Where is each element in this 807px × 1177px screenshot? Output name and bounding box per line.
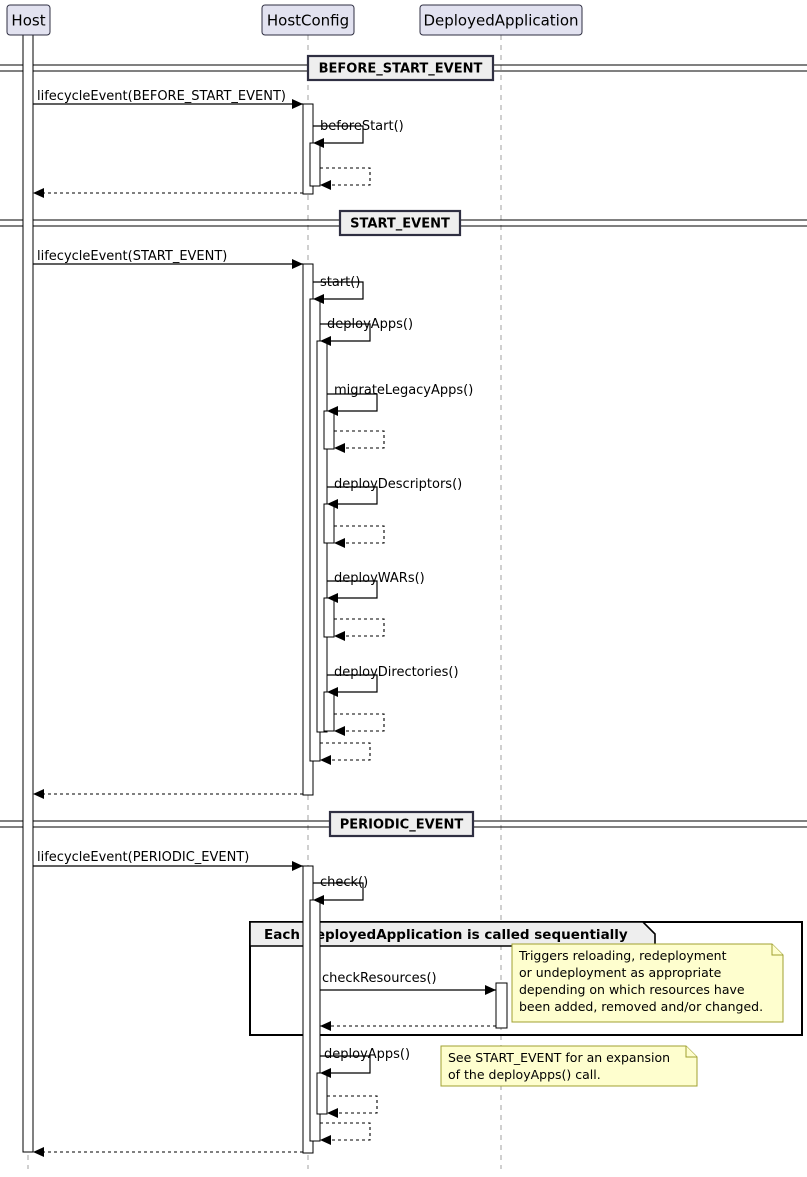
message-m14: deployDirectories(): [327, 665, 459, 697]
note-line: depending on which resources have: [519, 982, 745, 997]
divider-label: PERIODIC_EVENT: [340, 818, 464, 833]
activation-cfg-act-2d: [323, 410, 335, 450]
participant-label: DeployedApplication: [423, 12, 578, 30]
message-label: deployWARs(): [334, 571, 425, 586]
participant-label: Host: [11, 12, 45, 30]
message-m24: [320, 1122, 371, 1145]
message-m8: migrateLegacyApps(): [327, 383, 473, 416]
message-label: checkResources(): [322, 971, 437, 986]
message-label: lifecycleEvent(BEFORE_START_EVENT): [37, 89, 286, 104]
message-m23: [327, 1095, 378, 1118]
message-m15: [334, 713, 385, 736]
participant-config[interactable]: HostConfig: [261, 4, 355, 36]
note-line: of the deployApps() call.: [448, 1067, 601, 1082]
message-label: start(): [320, 275, 360, 290]
note-line: been added, removed and/or changed.: [519, 999, 763, 1014]
frame-loop-frame: Each DeployedApplication is called seque…: [249, 921, 803, 1036]
divider-2: PERIODIC_EVENT: [0, 810, 807, 838]
message-label: check(): [320, 875, 368, 890]
messages-layer: lifecycleEvent(BEFORE_START_EVENT)before…: [33, 89, 496, 1157]
frames-layer: Each DeployedApplication is called seque…: [249, 921, 803, 1036]
message-m10: deployDescriptors(): [327, 477, 462, 509]
notes-layer: Triggers reloading, redeployment or undep…: [440, 943, 784, 1087]
participant-label: HostConfig: [267, 12, 349, 30]
divider-label: START_EVENT: [350, 217, 450, 232]
frame-label: Each DeployedApplication is called seque…: [264, 927, 628, 943]
activation-cfg-act-2e: [323, 503, 335, 544]
message-m17: [33, 789, 303, 799]
divider-box: [328, 810, 475, 838]
activation-app-act-1: [495, 982, 508, 1029]
activation-cfg-act-2g: [323, 691, 335, 732]
note-note-check-resources: Triggers reloading, redeployment or undep…: [511, 943, 784, 1023]
message-m6: start(): [313, 275, 364, 304]
activation-cfg-act-3c: [316, 1072, 328, 1115]
message-m22: deployApps(): [320, 1047, 410, 1078]
note-line: See START_EVENT for an expansion: [448, 1050, 670, 1065]
message-label: deployApps(): [324, 1047, 410, 1062]
message-m7: deployApps(): [320, 317, 413, 346]
activations-layer: [22, 34, 508, 1154]
message-label: deployApps(): [327, 317, 413, 332]
message-label: lifecycleEvent(START_EVENT): [37, 249, 227, 264]
divider-1: START_EVENT: [0, 209, 807, 237]
note-note-deploy-apps: See START_EVENT for an expansion of the d…: [440, 1045, 698, 1087]
message-m18: lifecycleEvent(PERIODIC_EVENT): [33, 850, 303, 871]
divider-box: [306, 54, 495, 82]
participants-layer: Host HostConfig DeployedApplication: [6, 4, 583, 36]
lifelines-layer: [27, 35, 502, 1169]
message-m25: [33, 1147, 303, 1157]
note-line: or undeployment as appropriate: [519, 965, 722, 980]
participant-box[interactable]: [419, 4, 583, 36]
message-m2: beforeStart(): [313, 119, 404, 148]
message-m16: [320, 742, 371, 765]
message-m3: [320, 167, 371, 190]
participant-host[interactable]: Host: [6, 4, 51, 36]
activation-host-act-1: [22, 34, 34, 1153]
message-m12: deployWARs(): [327, 571, 425, 603]
divider-box: [338, 209, 462, 237]
message-m9: [334, 430, 385, 453]
participant-box[interactable]: [261, 4, 355, 36]
participant-app[interactable]: DeployedApplication: [419, 4, 583, 36]
divider-label: BEFORE_START_EVENT: [319, 62, 483, 77]
message-label: beforeStart(): [320, 119, 404, 134]
divider-0: BEFORE_START_EVENT: [0, 54, 807, 82]
message-m5: lifecycleEvent(START_EVENT): [33, 249, 303, 269]
activation-cfg-act-2f: [323, 597, 335, 638]
message-m1: lifecycleEvent(BEFORE_START_EVENT): [33, 89, 303, 109]
message-label: migrateLegacyApps(): [334, 383, 473, 398]
message-m19: check(): [313, 875, 368, 905]
message-m20: checkResources(): [320, 971, 496, 995]
dividers-layer: BEFORE_START_EVENT START_EVENT PERIODIC_EV…: [0, 54, 807, 838]
message-m21: [320, 1021, 496, 1031]
note-line: Triggers reloading, redeployment: [518, 948, 727, 963]
message-label: deployDirectories(): [334, 665, 459, 680]
message-m13: [334, 618, 385, 641]
message-label: lifecycleEvent(PERIODIC_EVENT): [37, 850, 249, 865]
participant-box[interactable]: [6, 4, 51, 36]
activation-cfg-act-1b: [309, 142, 321, 187]
message-m11: [334, 525, 385, 548]
message-m4: [33, 188, 303, 198]
message-label: deployDescriptors(): [334, 477, 462, 492]
